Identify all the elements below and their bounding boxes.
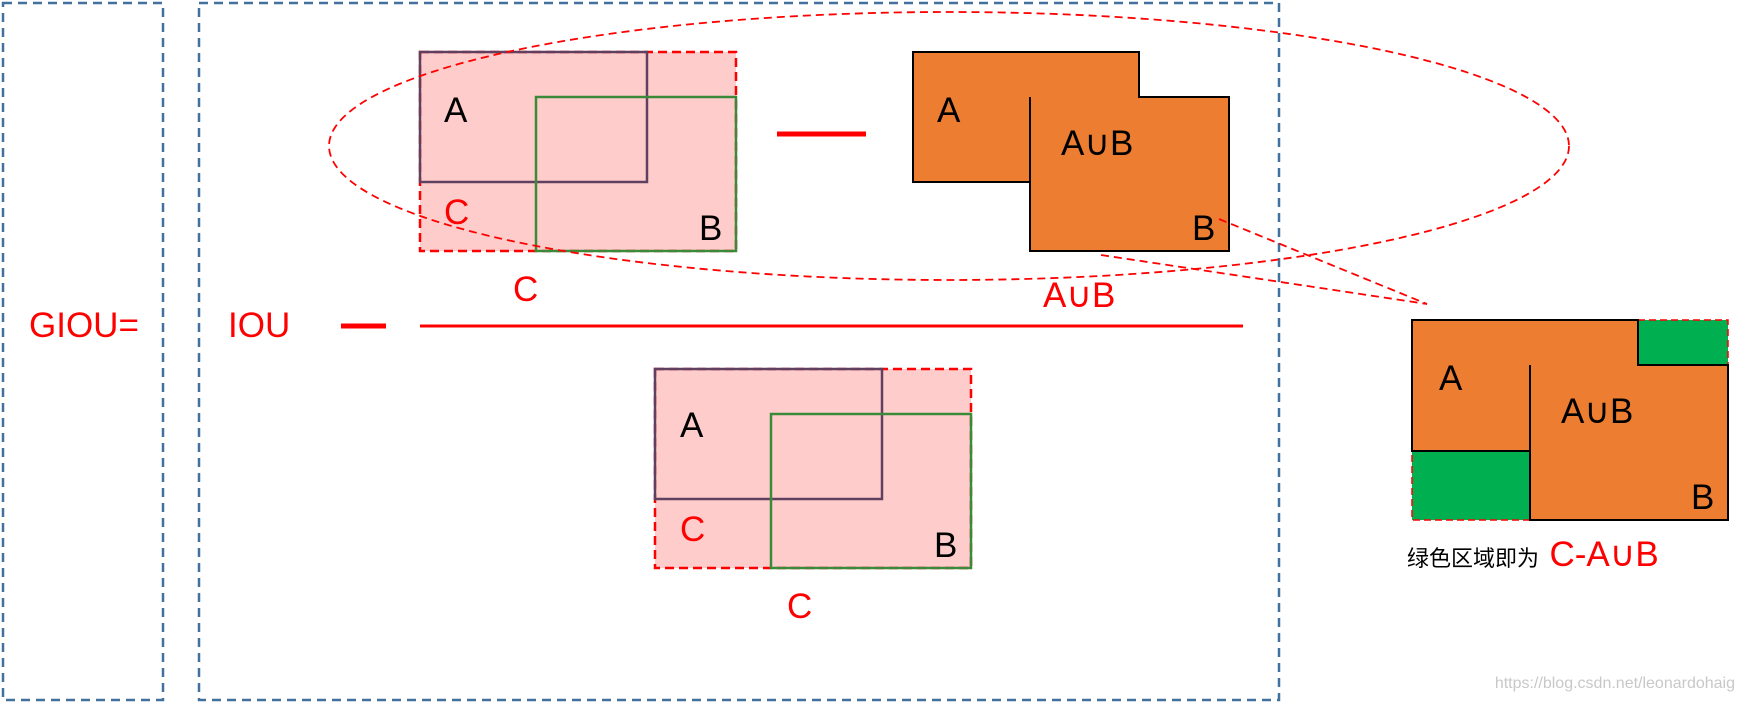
numerator-box-b bbox=[534, 95, 738, 253]
giou-label: GIOU= bbox=[29, 306, 139, 345]
denominator-box-b bbox=[769, 412, 973, 570]
callout-line-bottom bbox=[1100, 254, 1428, 305]
zoom-label-b: B bbox=[1691, 478, 1714, 517]
numerator-label-a: A bbox=[444, 91, 468, 130]
numerator-c-box-group: A C B bbox=[418, 50, 738, 253]
zoom-label-a: A bbox=[1439, 359, 1463, 398]
union-caption: A∪B bbox=[1043, 276, 1115, 315]
numerator-c-box bbox=[418, 50, 738, 253]
union-label-ab: A∪B bbox=[1061, 124, 1133, 163]
numerator-ellipse bbox=[328, 11, 1570, 281]
denominator-label-c: C bbox=[680, 510, 705, 549]
watermark: https://blog.csdn.net/leonardohaig bbox=[1495, 675, 1735, 692]
denominator-box-a bbox=[653, 367, 884, 501]
union-shape-group: A A∪B B bbox=[912, 51, 1230, 252]
union-shape bbox=[912, 51, 1230, 252]
zoom-panel: A A∪B B bbox=[1411, 319, 1729, 521]
denominator-label-a: A bbox=[680, 406, 704, 445]
denominator-label-b: B bbox=[934, 526, 957, 565]
union-label-b: B bbox=[1192, 209, 1215, 248]
callout-line-top bbox=[1218, 218, 1428, 305]
zoom-caption-prefix: 绿色区域即为 bbox=[1407, 547, 1539, 572]
zoom-union-shape bbox=[1411, 319, 1729, 521]
rhs-frame bbox=[197, 1, 1281, 702]
numerator-label-b: B bbox=[699, 209, 722, 248]
denominator-c-caption: C bbox=[787, 587, 812, 626]
lhs-frame bbox=[1, 1, 165, 702]
zoom-green-bottom-left bbox=[1411, 450, 1531, 521]
zoom-caption-highlight: C-A∪B bbox=[1549, 535, 1658, 574]
numerator-label-c: C bbox=[444, 193, 469, 232]
numerator-c-caption: C bbox=[513, 270, 538, 309]
zoom-green-top-right bbox=[1637, 319, 1729, 366]
zoom-label-ab: A∪B bbox=[1561, 392, 1633, 431]
union-label-a: A bbox=[937, 91, 961, 130]
iou-label: IOU bbox=[228, 306, 290, 345]
zoom-caption: 绿色区域即为 C-A∪B bbox=[1407, 535, 1659, 574]
denominator-c-box-group: A C B bbox=[653, 367, 973, 570]
numerator-box-a bbox=[418, 50, 649, 184]
